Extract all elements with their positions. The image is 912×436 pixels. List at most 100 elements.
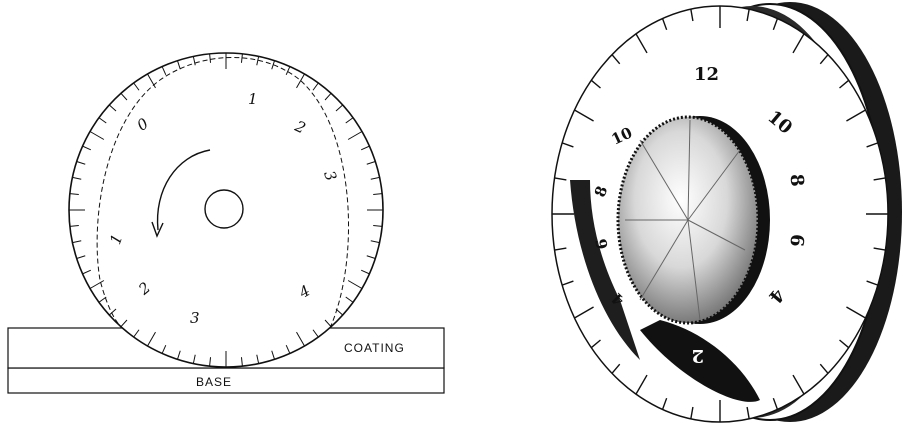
wheel-tick (76, 161, 86, 165)
wheel-tick (209, 357, 212, 367)
scale-label-1: 1 (248, 90, 258, 108)
wheel-tick (161, 345, 167, 354)
wheel-tick (209, 53, 212, 63)
wheel-tick (335, 104, 344, 112)
wheel-tick (347, 131, 363, 140)
wheel-tick (147, 331, 156, 347)
wheel-tick (345, 296, 354, 303)
dial-tick (561, 142, 574, 148)
wheel-tick (69, 193, 79, 196)
wheel-tick (312, 82, 319, 91)
dial-tick (873, 177, 886, 181)
wheel-tick (335, 308, 344, 316)
dial-tick (772, 397, 779, 410)
right-figure: 12 10 8 6 4 2 10 8 6 4 (551, 2, 902, 423)
wheel-tick (108, 308, 117, 316)
wheel-tick (347, 280, 363, 289)
wheel-tick (285, 66, 291, 75)
eccentric-scale-dashed (96, 57, 350, 329)
dial-shadow-bottom (640, 320, 760, 402)
rotation-arrow (156, 149, 211, 231)
dial-tick (690, 9, 694, 22)
wheel-tick (108, 104, 117, 112)
dial-tick (866, 142, 879, 148)
dial-tick (772, 18, 779, 31)
dial-number-12: 12 (694, 64, 719, 85)
wheel-tick (296, 331, 305, 347)
coating-label: COATING (344, 341, 405, 355)
dial-shadow-left (570, 180, 640, 360)
wheel-tick (98, 296, 107, 303)
dial-tick (635, 33, 648, 54)
wheel-tick (192, 56, 196, 66)
dial-tick (846, 109, 866, 122)
wheel-tick (271, 350, 275, 360)
wheel-tick (76, 255, 86, 259)
wheel-tick (72, 240, 82, 244)
knob-rays (625, 119, 746, 321)
inner-dial-number-6: 6 (592, 237, 612, 250)
wheel-tick (366, 161, 376, 165)
wheel-tick (192, 354, 196, 364)
dial-ticks (552, 6, 888, 422)
left-figure: 0 1 2 3 4 1 2 3 COATING BASE (7, 52, 445, 394)
wheel-tick (82, 269, 91, 275)
wheel-tick (285, 345, 291, 354)
wheel-tick (240, 53, 243, 63)
dial-tick (590, 339, 601, 349)
wheel-tick (370, 176, 380, 180)
dial-tick (661, 18, 668, 31)
wheel-tick (133, 329, 140, 338)
wheel-tick (89, 131, 105, 140)
wheel-tick (256, 354, 260, 364)
wheel-tick (177, 350, 181, 360)
wheel-tick (72, 176, 82, 180)
dial-tick (561, 280, 574, 286)
wheel-tick (256, 56, 260, 66)
wheel-tick (345, 117, 354, 124)
dial-tick (746, 406, 750, 419)
wheel-tick (133, 82, 140, 91)
wheel-tick (324, 92, 332, 101)
dial-tick (690, 406, 694, 419)
wheel-tick (373, 193, 383, 196)
wheel-tick (147, 73, 156, 89)
wheel-tick (312, 329, 319, 338)
wheel-tick (82, 145, 91, 151)
dial-number-8: 8 (786, 173, 808, 187)
wheel-tick (271, 60, 275, 70)
wheel-tick (366, 255, 376, 259)
base-label: BASE (196, 375, 232, 389)
wheel-tick (373, 224, 383, 227)
wheel-tick (177, 60, 181, 70)
dial-tick (746, 9, 750, 22)
dial-tick (635, 374, 648, 395)
dial-tick (554, 177, 567, 181)
dial-tick (839, 79, 850, 89)
rotation-arrow-head (151, 221, 164, 238)
wheel-tick (161, 66, 167, 75)
dial-tick (590, 79, 601, 89)
dial-tick (873, 247, 886, 251)
dial-tick (839, 339, 850, 349)
dial-tick (819, 54, 829, 65)
wheel-tick (324, 319, 332, 328)
dial-tick (611, 54, 621, 65)
dial-tick (554, 247, 567, 251)
wheel-ticks (69, 53, 383, 367)
wheel-tick (120, 319, 128, 328)
wheel-tick (69, 224, 79, 227)
dial-tick (819, 363, 829, 374)
dial-tick (866, 280, 879, 286)
dial-tick (792, 33, 805, 54)
wheel-tick (361, 145, 370, 151)
wheel-tick (370, 240, 380, 244)
dial-tick (574, 306, 594, 319)
dial-tick (846, 306, 866, 319)
dial-number-2: 2 (691, 345, 704, 366)
wheel-hub (204, 189, 244, 229)
wheel-tick (120, 92, 128, 101)
dial-tick (574, 109, 594, 122)
dial-tick (792, 374, 805, 395)
wheel-tick (296, 73, 305, 89)
